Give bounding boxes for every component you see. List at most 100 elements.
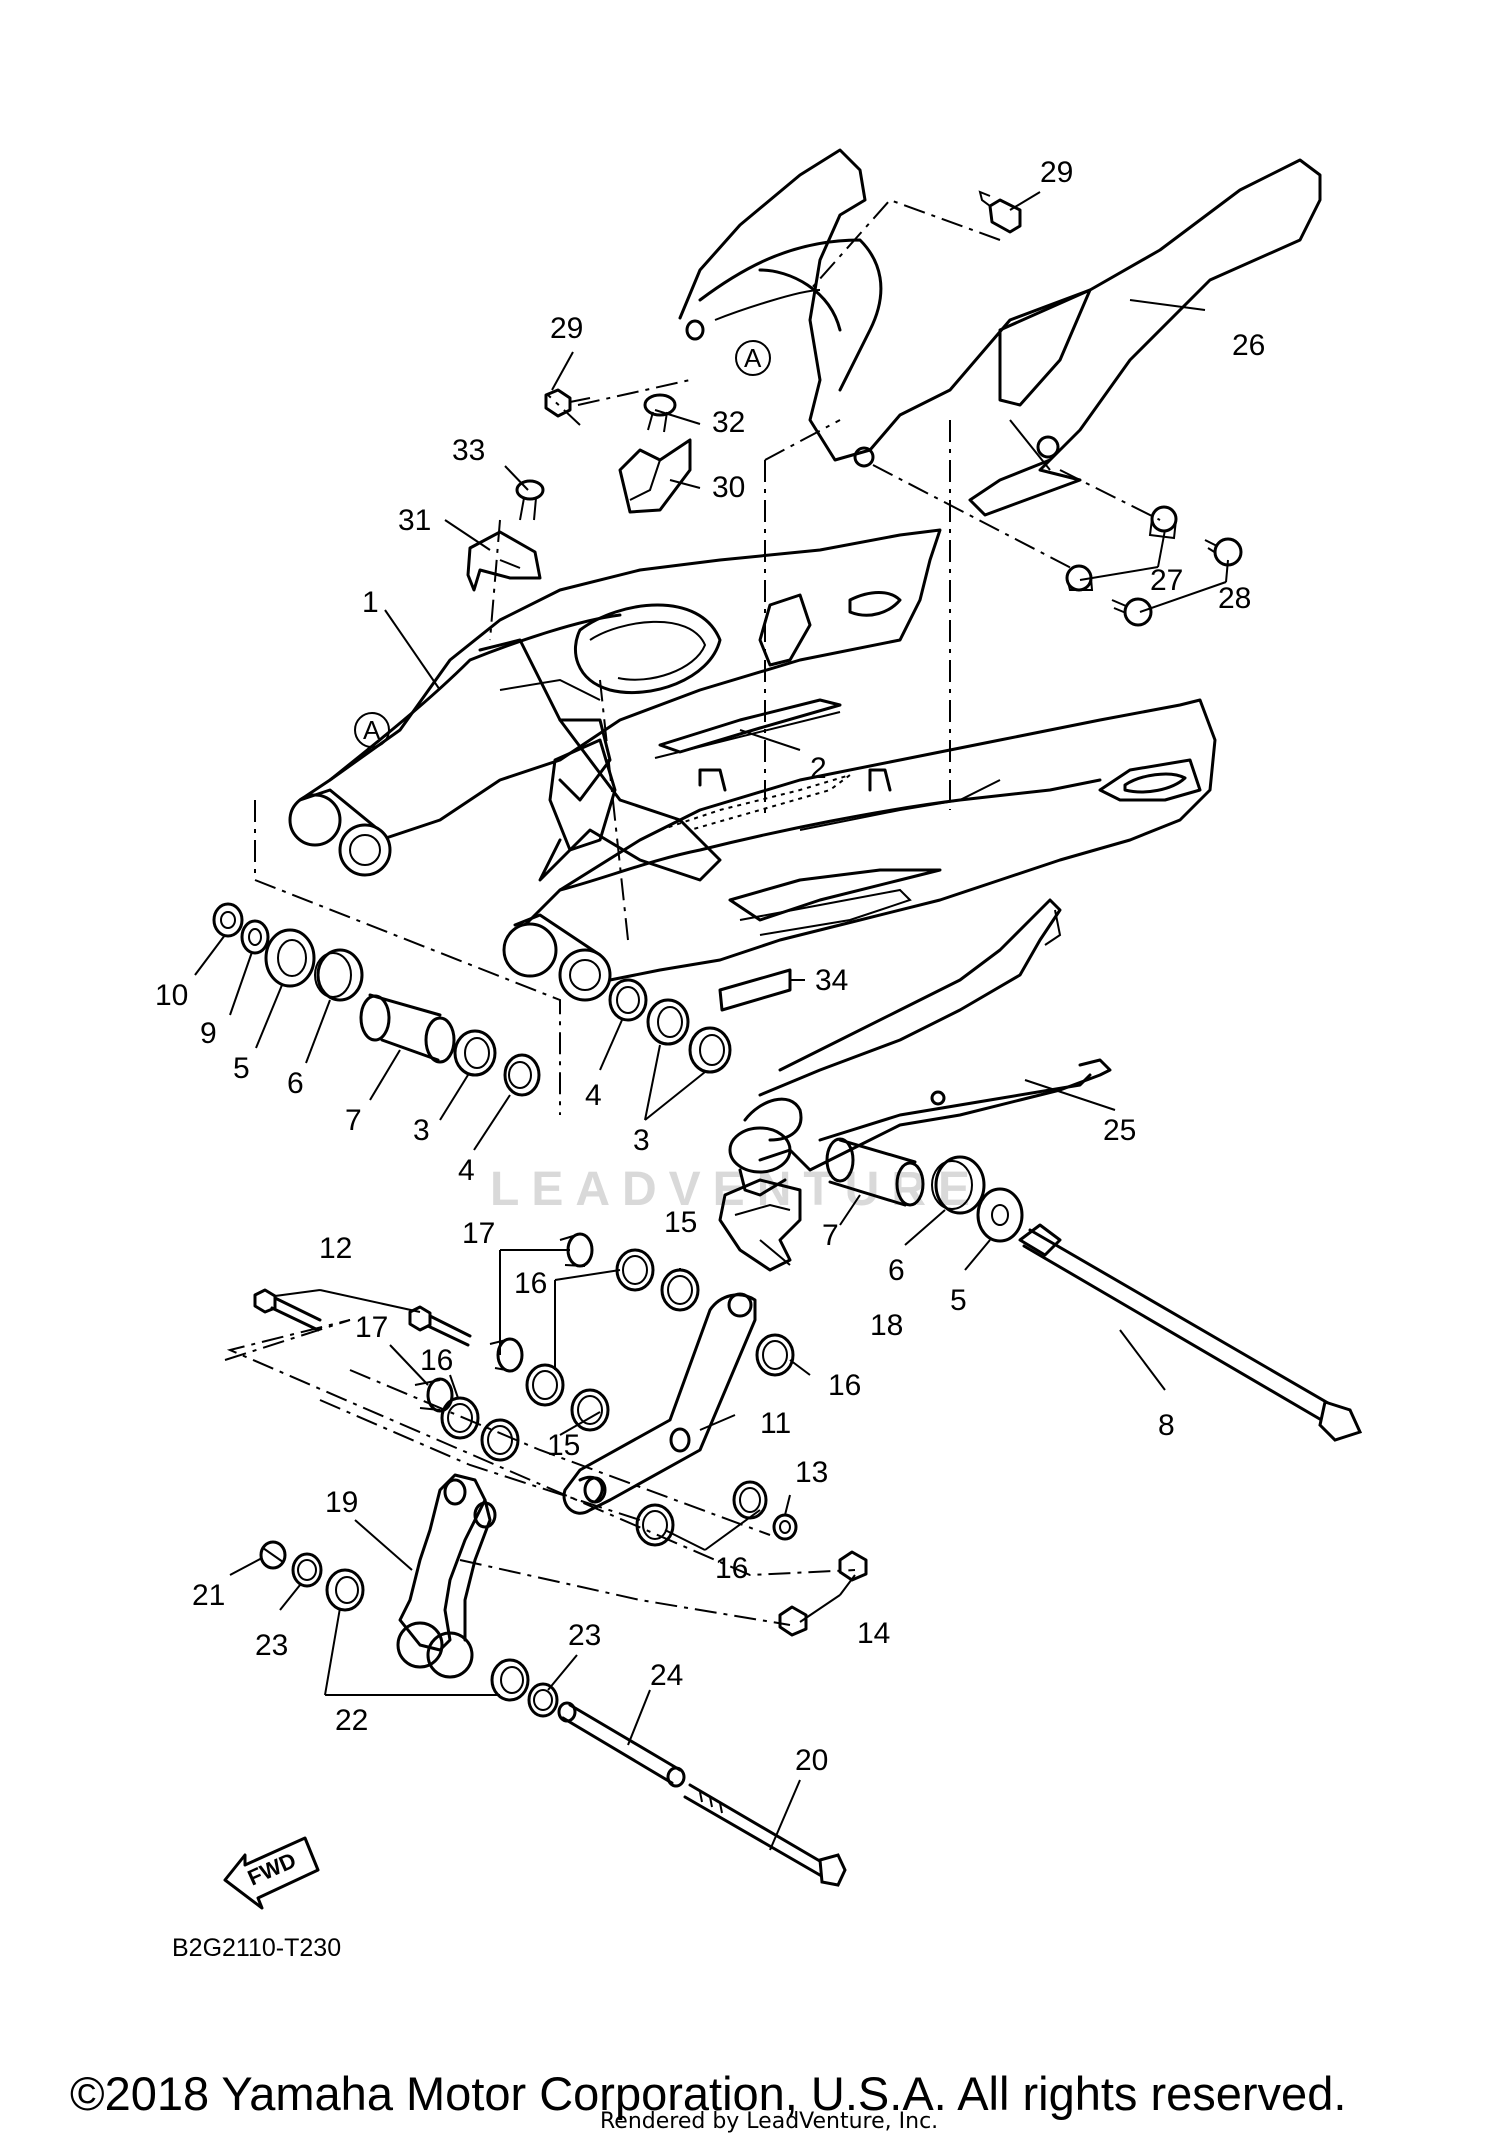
callout-23-left: 23	[255, 1629, 288, 1662]
fwd-arrow: FWD	[223, 1836, 320, 1910]
callout-5-left: 5	[233, 1052, 250, 1085]
callout-15-lower: 15	[547, 1429, 580, 1462]
bearing-3-right-a	[646, 998, 690, 1046]
screw-33	[515, 479, 545, 521]
nut-10	[212, 902, 244, 938]
callout-16-lower: 16	[420, 1344, 453, 1377]
callout-18: 18	[870, 1309, 903, 1342]
callout-26: 26	[1232, 329, 1265, 362]
callout-27: 27	[1150, 564, 1183, 597]
callout-24: 24	[650, 1659, 683, 1692]
bearing-22-left	[325, 1568, 365, 1612]
bearing-3-right-b	[688, 1026, 732, 1074]
diagram-code: B2G2110-T230	[172, 1934, 341, 1962]
callout-16-upper: 16	[514, 1267, 547, 1300]
callout-13: 13	[795, 1456, 828, 1489]
callout-21: 21	[192, 1579, 225, 1612]
callout-12: 12	[319, 1232, 352, 1265]
callout-10: 10	[155, 979, 188, 1012]
bolt-20	[683, 1783, 847, 1887]
pivot-shaft-8	[1018, 1223, 1363, 1442]
washer-9	[240, 919, 270, 955]
oil-seal-6-right	[931, 1155, 986, 1215]
thrust-cover-5-left	[264, 928, 316, 988]
swingarm	[288, 528, 1217, 1002]
collar-7-left	[359, 993, 456, 1064]
seal-23-right	[527, 1682, 559, 1718]
callout-2: 2	[810, 752, 827, 785]
collar-24	[557, 1701, 686, 1788]
callout-1: 1	[362, 586, 379, 619]
callout-17-upper: 17	[462, 1217, 495, 1250]
bolts-12	[253, 1288, 472, 1347]
callout-29-left: 29	[550, 312, 583, 345]
rendered-by-notice: Rendered by LeadVenture, Inc.	[600, 2109, 938, 2134]
guard-18	[718, 1178, 802, 1272]
callout-16-right: 16	[828, 1369, 861, 1402]
clip-30	[618, 438, 692, 514]
callout-33: 33	[452, 434, 485, 467]
callout-22: 22	[335, 1704, 368, 1737]
callout-7-left: 7	[345, 1104, 362, 1137]
callout-3-left: 3	[413, 1114, 430, 1147]
callout-20: 20	[795, 1744, 828, 1777]
connecting-rod-19	[396, 1473, 497, 1679]
nut-21	[259, 1540, 287, 1570]
bolt-29-upper	[978, 190, 1022, 234]
callout-17-lower: 17	[355, 1311, 388, 1344]
callout-8: 8	[1158, 1409, 1175, 1442]
seal-23-left	[291, 1552, 323, 1588]
callout-6-left: 6	[287, 1067, 304, 1100]
relay-arm-11	[562, 1292, 757, 1515]
chain-slide-2	[654, 698, 842, 759]
callout-30: 30	[712, 471, 745, 504]
nuts-14	[778, 1550, 868, 1637]
callout-23-right: 23	[568, 1619, 601, 1652]
thrust-cover-5-right	[976, 1187, 1024, 1243]
clamp-31	[466, 530, 542, 592]
reference-a-lower: A	[354, 712, 390, 748]
callout-16-bottom: 16	[715, 1552, 748, 1585]
callout-leaders	[194, 191, 1229, 1851]
callout-3-right: 3	[633, 1124, 650, 1157]
collar-7-right	[825, 1137, 925, 1207]
callout-9: 9	[200, 1017, 217, 1050]
callout-29-upper: 29	[1040, 156, 1073, 189]
callout-4-left: 4	[458, 1154, 475, 1187]
callout-28: 28	[1218, 582, 1251, 615]
callout-14: 14	[857, 1617, 890, 1650]
collar-27-upper	[1148, 505, 1178, 540]
svg-text:A: A	[363, 715, 381, 745]
callout-labels: 29 29 26 32 30 33 31 27 28 1 2 34 10 9 5…	[155, 156, 1265, 1777]
bolt-29-left	[544, 388, 591, 418]
bearing-22-right	[490, 1658, 530, 1702]
callout-5-right: 5	[950, 1284, 967, 1317]
reference-a-upper: A	[735, 340, 771, 376]
bolt-28-upper	[1204, 537, 1243, 567]
svg-text:A: A	[744, 343, 762, 373]
callout-25: 25	[1103, 1114, 1136, 1147]
callout-34: 34	[815, 964, 848, 997]
chain-case-25	[728, 898, 1112, 1197]
callout-31: 31	[398, 504, 431, 537]
callout-4-right: 4	[585, 1079, 602, 1112]
bearing-3-left	[453, 1029, 497, 1077]
oil-seal-4-right	[608, 978, 648, 1022]
screw-32	[643, 393, 677, 433]
assembly-lines	[224, 198, 1161, 1626]
oil-seal-6-left	[314, 948, 364, 1002]
leadventure-watermark: LEADVENTURE	[490, 1163, 982, 1216]
callout-19: 19	[325, 1486, 358, 1519]
washer-13	[772, 1513, 798, 1541]
copyright-notice: ©2018 Yamaha Motor Corporation, U.S.A. A…	[70, 2067, 1346, 2120]
callout-6-right: 6	[888, 1254, 905, 1287]
callout-7-right: 7	[822, 1219, 839, 1252]
callout-11: 11	[760, 1407, 791, 1440]
rear-fender-chain-guard	[678, 148, 1322, 517]
callout-32: 32	[712, 406, 745, 439]
label-34	[718, 968, 792, 1012]
callout-15-upper: 15	[664, 1206, 697, 1239]
bolt-28-lower	[1111, 597, 1153, 627]
oil-seal-4-left	[503, 1053, 541, 1097]
